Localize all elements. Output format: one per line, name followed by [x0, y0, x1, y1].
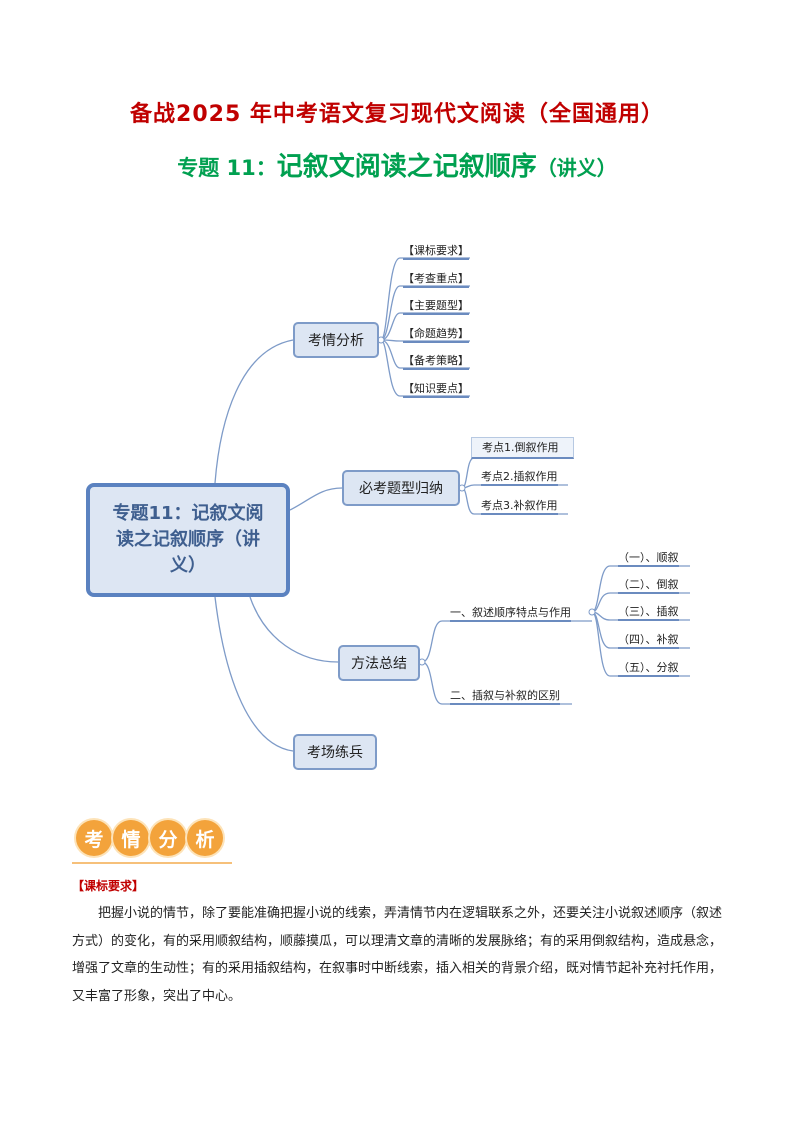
- body-paragraph: 把握小说的情节，除了要能准确把握小说的线索，弄清情节内在逻辑联系之外，还要关注小…: [72, 906, 723, 1004]
- leaf-chaxu[interactable]: （三）、插叙: [618, 603, 679, 621]
- branch-bikao[interactable]: 必考题型归纳: [342, 470, 460, 506]
- leaf-qushi[interactable]: 【命题趋势】: [403, 325, 469, 343]
- leaf-kaodian3[interactable]: 考点3.补叙作用: [481, 497, 558, 515]
- branch-fangfa[interactable]: 方法总结: [338, 645, 420, 681]
- leaf-sub2[interactable]: 二、插叙与补叙的区别: [450, 687, 560, 705]
- branch-kaoqing[interactable]: 考情分析: [293, 322, 379, 358]
- leaf-zhishi[interactable]: 【知识要点】: [403, 380, 469, 398]
- leaf-buxu[interactable]: （四）、补叙: [618, 631, 679, 649]
- branch-kaochang[interactable]: 考场练兵: [293, 734, 377, 770]
- subtitle-suffix: （讲义）: [536, 156, 617, 180]
- section-label: 【课标要求】: [72, 879, 145, 893]
- leaf-shunxu[interactable]: （一）、顺叙: [618, 549, 679, 567]
- leaf-fenxu[interactable]: （五）、分叙: [618, 659, 679, 677]
- badge-char: 分: [150, 820, 186, 856]
- badge-char: 析: [187, 820, 223, 856]
- leaf-sub1[interactable]: 一、叙述顺序特点与作用: [450, 604, 571, 622]
- leaf-celue[interactable]: 【备考策略】: [403, 352, 469, 370]
- leaf-daoxu[interactable]: （二）、倒叙: [618, 576, 679, 594]
- subtitle-prefix: 专题 11：: [177, 156, 277, 180]
- badge-char: 情: [113, 820, 149, 856]
- document-subtitle: 专题 11：记叙文阅读之记叙顺序（讲义）: [0, 146, 794, 183]
- leaf-kaocha[interactable]: 【考查重点】: [403, 270, 469, 288]
- mindmap-root[interactable]: 专题11：记叙文阅读之记叙顺序（讲义）: [86, 483, 290, 597]
- document-title: 备战2025 年中考语文复习现代文阅读（全国通用）: [130, 102, 664, 127]
- leaf-kaodian1[interactable]: 考点1.倒叙作用: [471, 437, 574, 459]
- leaf-kaodian2[interactable]: 考点2.插叙作用: [481, 468, 558, 486]
- badge-underline: [72, 862, 232, 864]
- section-badge: 考 情 分 析: [76, 820, 224, 856]
- badge-char: 考: [76, 820, 112, 856]
- subtitle-main: 记叙文阅读之记叙顺序: [276, 152, 537, 182]
- leaf-kebiao[interactable]: 【课标要求】: [403, 242, 469, 260]
- leaf-tixing[interactable]: 【主要题型】: [403, 297, 469, 315]
